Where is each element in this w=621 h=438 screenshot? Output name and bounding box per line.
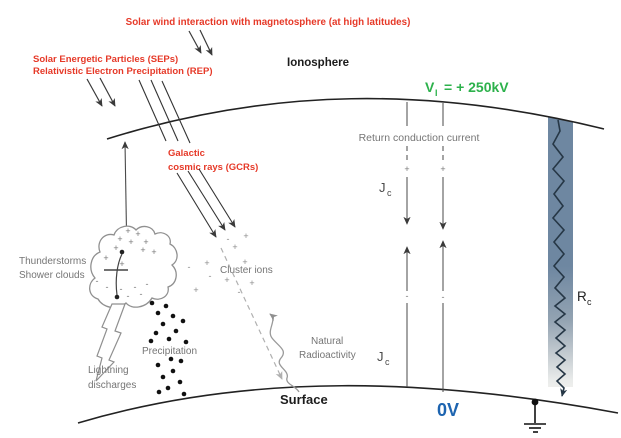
cluster-ions-label: Cluster ions: [220, 265, 273, 276]
cloud-dipole: +: [104, 249, 128, 300]
plus-charge-symbol: +: [232, 242, 237, 252]
gcr-label-line1: Galactic: [168, 148, 205, 159]
minus-charge-symbol: -: [188, 262, 191, 272]
surface-potential-label: 0V: [437, 400, 459, 420]
plus-charge-symbol: +: [242, 257, 247, 267]
resistor-zigzag: [551, 119, 568, 397]
plus-charge-symbol: +: [193, 285, 198, 295]
plus-charge-symbol: +: [135, 229, 140, 239]
minus-charge-symbol: -: [120, 284, 123, 294]
plus-charge-symbol: +: [113, 243, 118, 253]
gcr-slashes: [138, 79, 191, 144]
jc-lower-sub: c: [385, 357, 390, 367]
precipitation-label: Precipitation: [142, 346, 197, 357]
rc-symbol: R: [577, 289, 587, 304]
plus-charge-symbol: +: [125, 226, 130, 236]
return-current-label: Return conduction current: [359, 132, 480, 144]
rep-label: Relativistic Electron Precipitation (REP…: [33, 66, 213, 77]
minus-charge-symbol: -: [227, 234, 230, 244]
natural-radioactivity-label-line1: Natural: [311, 336, 343, 347]
plus-charge-symbol: +: [103, 253, 108, 263]
columnar-resistance-bar: [548, 117, 573, 387]
minus-charge-symbol: -: [146, 279, 149, 289]
plus-charge-symbol: +: [143, 237, 148, 247]
radioactivity-squiggle: [269, 313, 300, 393]
potential-sub: I: [435, 88, 438, 98]
jc-upper-sub: c: [387, 188, 392, 198]
plus-charge-symbol: +: [249, 278, 254, 288]
jc-lower-symbol: J: [377, 349, 384, 364]
plus-charge-symbol: +: [224, 275, 229, 285]
ionosphere-label: Ionosphere: [287, 57, 349, 69]
lightning-bolt-icon: [95, 303, 126, 382]
minus-charge-symbol: -: [96, 276, 99, 286]
surface-label: Surface: [280, 392, 328, 407]
natural-radioactivity-label-line2: Radioactivity: [299, 350, 356, 361]
cluster-ions-dashed-arrow: [220, 247, 283, 380]
plus-charge-symbol: +: [140, 245, 145, 255]
minus-charge-symbol: -: [106, 282, 109, 292]
jc-upper-symbol: J: [379, 180, 386, 195]
current-minus-symbol: -: [406, 291, 409, 301]
thundercloud-shape: [89, 225, 178, 309]
plus-charge-symbol: +: [128, 237, 133, 247]
plus-charge-symbol: +: [119, 259, 124, 269]
solar-wind-label: Solar wind interaction with magnetospher…: [126, 17, 411, 28]
minus-charge-symbol: -: [127, 291, 130, 301]
sep-label: Solar Energetic Particles (SEPs): [33, 54, 178, 65]
thunderstorms-label-line2: Shower clouds: [19, 270, 85, 281]
thunderstorms-label-line1: Thunderstorms: [19, 256, 86, 267]
lightning-label-line1: Lightning: [88, 365, 129, 376]
minus-charge-symbol: -: [134, 282, 137, 292]
plus-charge-symbol: +: [117, 234, 122, 244]
plus-charge-symbol: +: [243, 231, 248, 241]
cluster-ion-charges: + + + + + + + - - - -: [188, 231, 255, 297]
gcr-arrows: [176, 168, 236, 238]
current-minus-symbol: -: [442, 292, 445, 302]
current-plus-symbol: +: [404, 164, 409, 174]
sep-arrows: [86, 77, 116, 107]
cloud-positive-charges: + + + + + + + + +: [103, 226, 156, 263]
minus-charge-symbol: -: [238, 287, 241, 297]
precipitation-dots: [148, 300, 189, 397]
rc-sub: c: [587, 297, 592, 307]
lightning-label-line2: discharges: [88, 380, 136, 391]
surface-curve: [77, 384, 619, 424]
cloud-negative-charges: - - - - - - -: [96, 276, 149, 301]
plus-charge-symbol: +: [151, 247, 156, 257]
solar-wind-arrows: [188, 29, 213, 56]
gcr-label-line2: cosmic rays (GCRs): [168, 162, 258, 173]
ionosphere-curve: [106, 97, 605, 140]
current-plus-symbol: +: [440, 164, 445, 174]
potential-value: = + 250kV: [444, 79, 509, 95]
ground-symbol: [524, 398, 546, 433]
plus-charge-symbol: +: [204, 258, 209, 268]
potential-symbol: V: [425, 79, 435, 95]
minus-charge-symbol: -: [209, 271, 212, 281]
minus-charge-symbol: -: [140, 289, 143, 299]
